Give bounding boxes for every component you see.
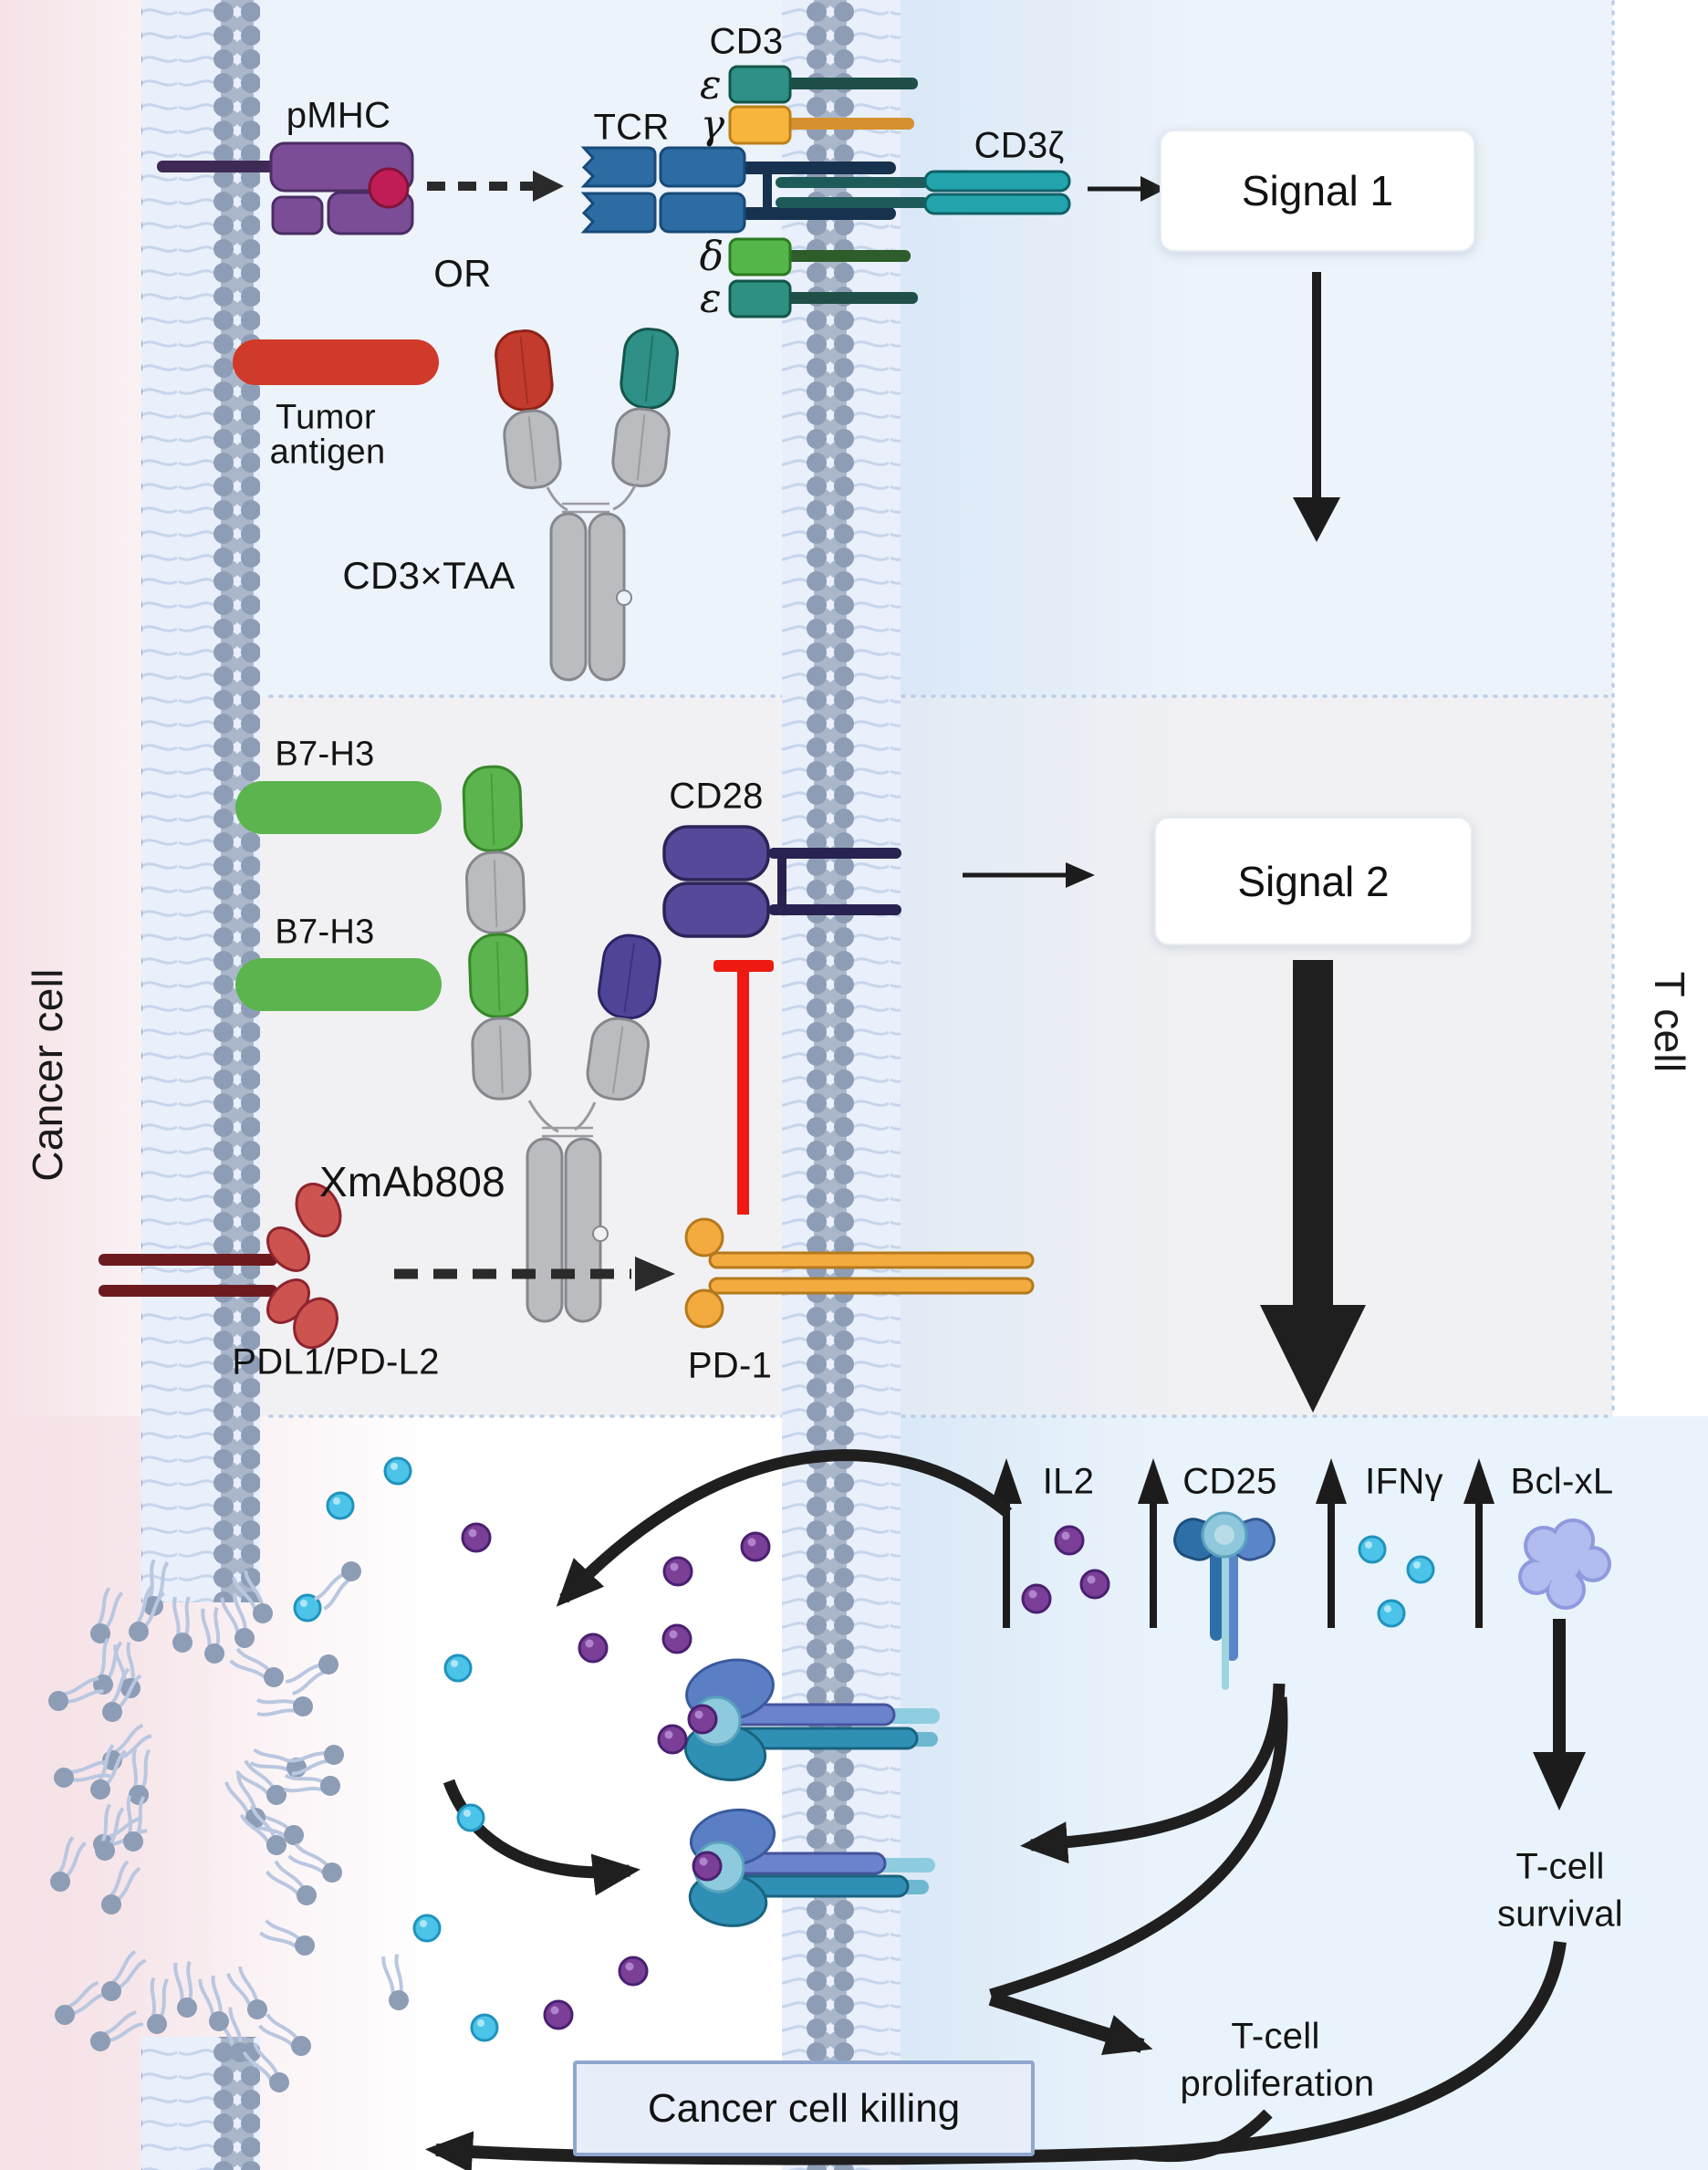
tumor-antigen-label-line1: Tumor xyxy=(276,398,376,437)
cancer-cell-killing-box: Cancer cell killing xyxy=(573,2060,1035,2156)
pd1-inhibition-line xyxy=(713,960,774,1215)
tcell-membrane xyxy=(782,0,901,2170)
pmhc-icon xyxy=(157,141,414,235)
flow-arrows xyxy=(425,1449,1567,2170)
cd3-zeta-label: CD3ζ xyxy=(974,125,1065,166)
pd1-label: PD-1 xyxy=(687,1345,773,1386)
pdl-to-pd1-arrow xyxy=(394,1257,675,1291)
tcell-glow-bottom xyxy=(901,1416,1156,2170)
signal2-down-arrow xyxy=(1260,960,1366,1413)
cd25-label: CD25 xyxy=(1182,1461,1277,1502)
cd3xtaa-antibody-icon xyxy=(495,328,679,682)
tumor-antigen-icon xyxy=(233,339,439,385)
tcell-proliferation-label-line2: proliferation xyxy=(1180,2063,1375,2104)
il2-to-receptor-arrow xyxy=(443,1779,640,1896)
il2-label: IL2 xyxy=(1042,1461,1095,1502)
b7h3-top-icon xyxy=(235,781,442,834)
cd28-label: CD28 xyxy=(669,776,764,817)
cd28-to-signal2-arrow xyxy=(963,862,1095,888)
survival-to-killing-arrow xyxy=(425,1941,1567,2170)
b7h3-bottom-icon xyxy=(235,958,442,1011)
il2-receptor-complex-1 xyxy=(683,1658,940,1782)
signal1-down-arrow xyxy=(1293,272,1340,542)
il2-secretion-arrow xyxy=(556,1449,1013,1607)
cd28-icon xyxy=(662,825,901,938)
xmab808-label: XmAb808 xyxy=(318,1158,506,1205)
tcell-survival-label-line2: survival xyxy=(1497,1894,1623,1935)
cytokine-up-arrows xyxy=(991,1458,1494,1628)
signal1-text: Signal 1 xyxy=(1241,167,1394,214)
signal2-text: Signal 2 xyxy=(1237,857,1390,905)
cd3-label: CD3 xyxy=(709,21,784,62)
bclxl-label: Bcl-xL xyxy=(1510,1461,1614,1502)
cancer-cell-killing-text: Cancer cell killing xyxy=(647,2085,961,2131)
pdl1-pdl2-icon xyxy=(99,1183,342,1350)
bclxl-icon xyxy=(1518,1518,1611,1610)
to-proliferation-arrow xyxy=(988,1991,1153,2055)
tcr-label: TCR xyxy=(593,107,670,148)
pmhc-to-tcr-arrow xyxy=(427,171,564,202)
cd25-icon xyxy=(1173,1511,1276,1690)
ifng-label: IFNγ xyxy=(1365,1461,1443,1502)
cd3-delta-label: δ xyxy=(699,233,724,280)
or-label: OR xyxy=(433,252,492,295)
signal2-box: Signal 2 xyxy=(1154,817,1473,945)
signal1-box: Signal 1 xyxy=(1160,130,1475,252)
bclxl-to-survival-arrow xyxy=(1533,1619,1586,1810)
il2-receptor-complex-2 xyxy=(688,1808,935,1927)
pd1-icon xyxy=(684,1217,1035,1329)
tumor-antigen-label-line2: antigen xyxy=(269,433,386,472)
cd3-epsilon-top-label: ε xyxy=(700,61,722,109)
cd3-delta-icon xyxy=(728,237,792,276)
cd25-to-il2r-arrow xyxy=(1020,1683,1286,1864)
tcell-glow-top xyxy=(901,0,1192,696)
b7h3-bottom-label: B7-H3 xyxy=(275,913,375,952)
cd3-complex-icon xyxy=(728,65,918,318)
tcell-survival-label-line1: T-cell xyxy=(1515,1846,1605,1887)
cancer-cell-label: Cancer cell xyxy=(24,968,71,1182)
peptide-icon xyxy=(368,167,410,209)
cd3-epsilon-bottom-label: ε xyxy=(700,275,722,322)
pmhc-label: pMHC xyxy=(286,95,391,136)
cd3xtaa-label: CD3×TAA xyxy=(342,554,516,597)
zeta-to-signal1-arrow xyxy=(1088,176,1166,202)
cd3-gamma-icon xyxy=(728,105,792,145)
tcr-icon xyxy=(580,146,929,234)
tcell-proliferation-label-line1: T-cell xyxy=(1231,2016,1320,2057)
tcell-glow-mid xyxy=(901,696,1192,1416)
proliferation-branch-curve xyxy=(1129,2109,1273,2163)
cd3-epsilon-bottom-icon xyxy=(728,279,792,318)
t-cell-label: T cell xyxy=(1646,971,1693,1073)
cd3-gamma-label: γ xyxy=(700,101,725,149)
cd25-branch-curve xyxy=(989,1696,1288,2001)
panel-borders xyxy=(268,0,1615,1418)
b7h3-top-label: B7-H3 xyxy=(275,735,375,774)
cd3-zeta-icon xyxy=(923,170,1071,215)
cd3-epsilon-top-icon xyxy=(728,65,792,104)
pdl1-pdl2-label: PDL1/PD-L2 xyxy=(232,1341,440,1382)
